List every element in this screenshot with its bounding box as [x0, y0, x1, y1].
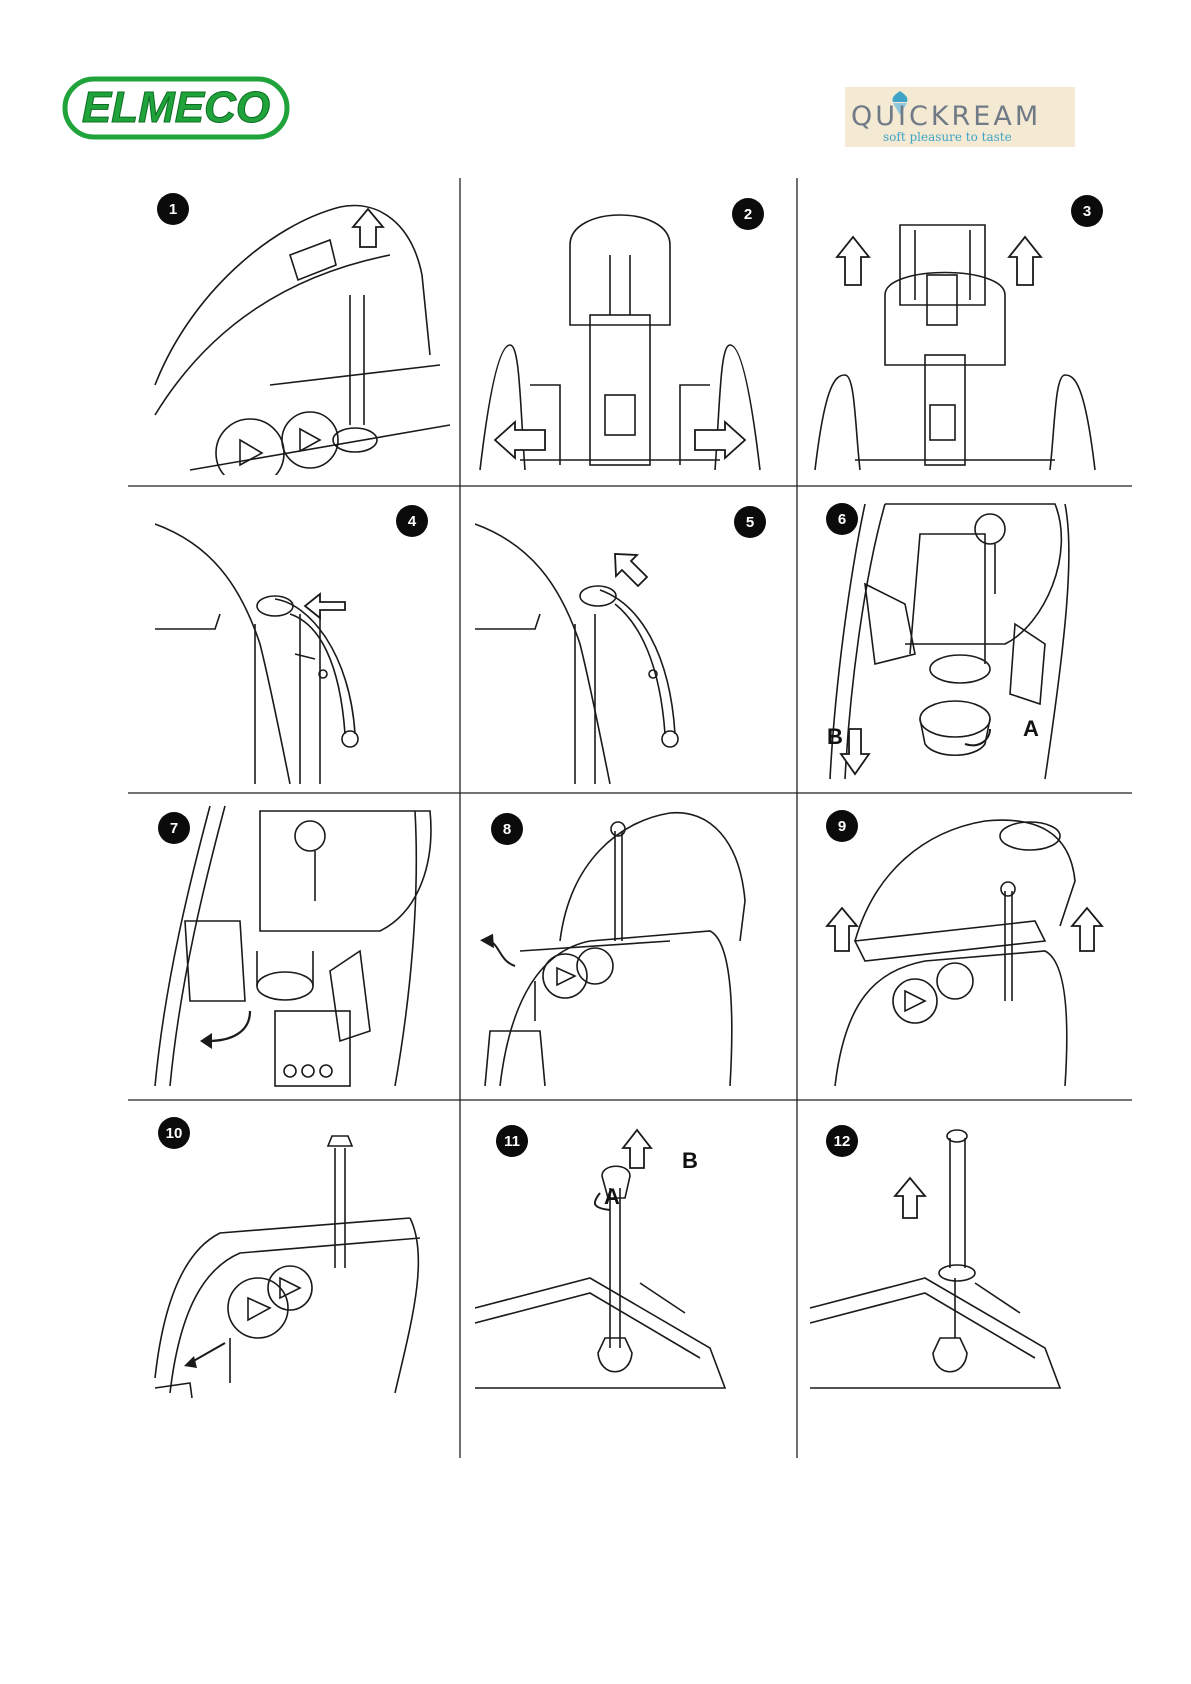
- step-number-badge: 1: [157, 193, 189, 225]
- step-number-badge: 5: [734, 506, 766, 538]
- quickream-logo: QUICKREAM soft pleasure to taste: [845, 87, 1075, 147]
- svg-text:ELMECO: ELMECO: [82, 83, 270, 132]
- top-cover-lift-illustration: [805, 185, 1125, 475]
- up-arrow-icon: [895, 1178, 925, 1218]
- lever-remove-illustration: [470, 494, 790, 784]
- step-panel-5: 5: [470, 494, 790, 784]
- elmeco-logo: ELMECO: [62, 76, 290, 140]
- quickream-title: QUICKREAM: [851, 101, 1041, 132]
- label-a: A: [604, 1184, 620, 1210]
- up-arrow-icon: [353, 209, 383, 247]
- rotate-arrow-icon: [208, 1011, 250, 1041]
- step-panel-12: 12: [805, 1108, 1125, 1398]
- up-arrow-icon: [827, 908, 857, 951]
- lever-insert-illustration: [150, 494, 450, 784]
- step-number-badge: 2: [732, 198, 764, 230]
- left-arrow-icon: [305, 594, 345, 618]
- step-number-badge: 11: [496, 1125, 528, 1157]
- step-panel-8: 8: [470, 801, 790, 1091]
- step-panel-2: 2: [470, 185, 790, 475]
- step-number-badge: 12: [826, 1125, 858, 1157]
- step-panel-6: B A 6: [805, 494, 1125, 784]
- step-number-badge: 4: [396, 505, 428, 537]
- front-cover-swing-illustration: [150, 801, 450, 1091]
- up-arrow-icon: [1009, 237, 1041, 285]
- step-panel-7: 7: [150, 801, 450, 1091]
- up-left-arrow-icon: [615, 554, 647, 586]
- pin-removal-illustration: [470, 801, 790, 1091]
- step-number-badge: 6: [826, 503, 858, 535]
- step-number-badge: 7: [158, 812, 190, 844]
- step-panel-10: 10: [150, 1108, 450, 1398]
- down-left-arrow-icon: [190, 1343, 225, 1363]
- up-arrow-icon: [623, 1130, 651, 1168]
- shaft-release-illustration: [150, 1108, 450, 1398]
- step-panel-9: 9: [805, 801, 1125, 1091]
- lid-lift-illustration: [150, 185, 450, 475]
- label-b: B: [827, 724, 843, 750]
- quickream-subtitle: soft pleasure to taste: [883, 130, 1012, 144]
- step-panel-1: 1: [150, 185, 450, 475]
- up-arrow-icon: [1072, 908, 1102, 951]
- label-b: B: [682, 1148, 698, 1174]
- curved-arrow-icon: [490, 941, 515, 966]
- step-number-badge: 9: [826, 810, 858, 842]
- up-arrow-icon: [837, 237, 869, 285]
- step-panel-3: 3: [805, 185, 1125, 475]
- step-number-badge: 3: [1071, 195, 1103, 227]
- step-number-badge: 8: [491, 813, 523, 845]
- step-panel-11: A B 11: [470, 1108, 790, 1398]
- right-arrow-icon: [695, 422, 745, 458]
- label-a: A: [1023, 716, 1039, 742]
- step-panel-4: 4: [150, 494, 450, 784]
- ring-release-illustration: [805, 494, 1125, 784]
- hopper-lift-illustration: [805, 801, 1125, 1091]
- step-number-badge: 10: [158, 1117, 190, 1149]
- left-arrow-icon: [495, 422, 545, 458]
